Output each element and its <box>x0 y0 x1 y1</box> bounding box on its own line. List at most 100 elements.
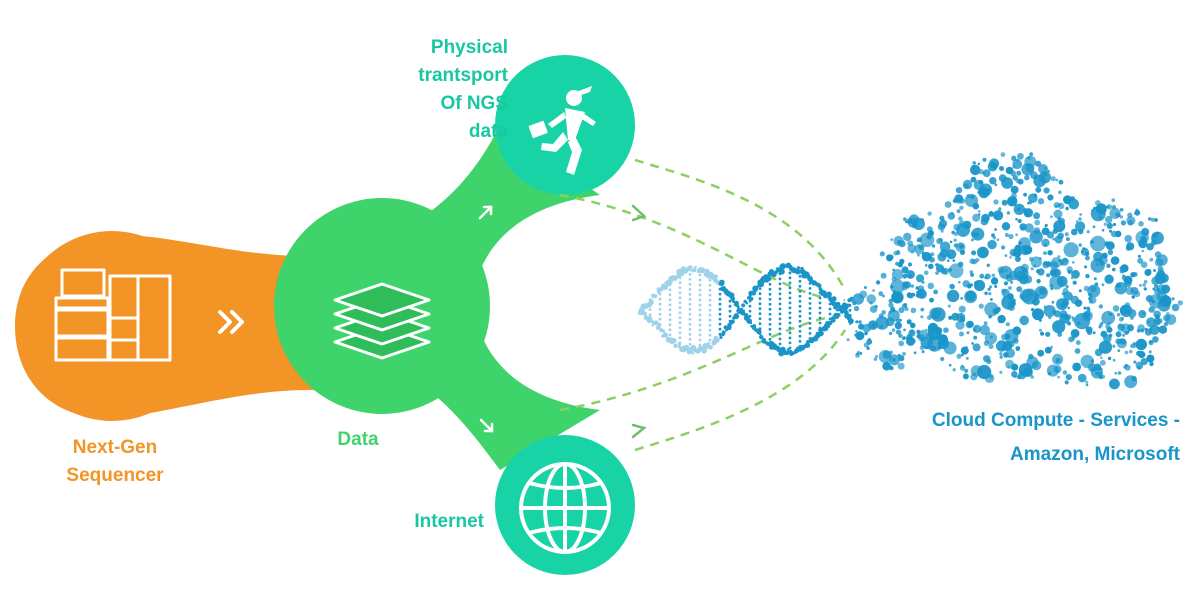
cloud-dot <box>1135 230 1149 245</box>
cloud-dot <box>970 164 981 176</box>
dna-rung-dot <box>808 297 812 300</box>
cloud-dot <box>929 307 941 320</box>
cloud-dot <box>1023 208 1034 218</box>
cloud-dot <box>982 157 987 162</box>
dna-rung-dot <box>688 307 692 311</box>
dna-rung-dot <box>818 296 822 300</box>
dna-rung-dot <box>848 308 852 312</box>
dna-rung-dot <box>648 318 652 321</box>
cloud-dot <box>1165 314 1177 325</box>
dna-rung-dot <box>678 341 682 345</box>
dna-rung-dot <box>788 296 792 300</box>
dna-rung-dot <box>718 317 722 321</box>
cloud-dot <box>1098 375 1103 380</box>
dna-rung-dot <box>788 286 792 290</box>
cloud-dot <box>1063 291 1073 301</box>
cloud-dot <box>1138 310 1147 319</box>
cloud-dot <box>1124 234 1132 243</box>
dna-rung-dot <box>818 311 822 315</box>
dna-rung-dot <box>688 327 692 331</box>
cloud-dot <box>895 318 901 323</box>
cloud-dot <box>853 305 860 312</box>
cloud-dot <box>862 323 871 333</box>
cloud-dot <box>1115 331 1122 338</box>
cloud-dot <box>991 273 996 278</box>
cloud-dot <box>970 176 977 183</box>
cloud-dot <box>999 355 1003 359</box>
dna-rung-dot <box>708 318 712 322</box>
dna-dot <box>714 274 718 279</box>
dna-rung-dot <box>718 312 722 316</box>
cloud-dot <box>1146 317 1157 328</box>
cloud-dot <box>1004 254 1008 257</box>
dna-dot <box>693 268 697 272</box>
dna-rung-dot <box>678 331 682 335</box>
dna-rung-dot <box>748 314 752 318</box>
cloud-dot <box>911 292 916 297</box>
dna-rung-dot <box>798 319 802 323</box>
cloud-dot <box>1117 323 1126 332</box>
cloud-dot <box>1106 204 1113 210</box>
cloud-dot <box>998 174 1007 183</box>
dna-dot <box>708 345 713 350</box>
cloud-dot <box>1116 312 1121 317</box>
dna-rung-dot <box>758 302 762 306</box>
cloud-dot <box>1092 225 1096 229</box>
cloud-dot <box>1122 333 1126 337</box>
dna-rung-dot <box>658 327 662 331</box>
cloud-dot <box>1124 363 1128 367</box>
cloud-dot <box>962 373 969 380</box>
cloud-dot <box>1088 296 1092 301</box>
dna-rung-dot <box>798 279 802 283</box>
dna-rung-dot <box>708 313 712 317</box>
cloud-dot <box>970 272 975 277</box>
dna-rung-dot <box>708 303 712 307</box>
cloud-dot <box>1151 239 1157 246</box>
cloud-dot <box>1011 155 1017 161</box>
cloud-dot <box>1033 175 1038 179</box>
cloud-dot <box>905 336 910 340</box>
cloud-dot <box>920 307 925 312</box>
dna-rung-dot <box>838 308 842 312</box>
dna-dot <box>793 350 798 354</box>
cloud-dot <box>951 212 954 215</box>
dna-rung-dot <box>828 302 832 306</box>
cloud-dot <box>888 302 894 308</box>
cloud-dot <box>929 257 935 263</box>
cloud-dot <box>903 328 906 332</box>
cloud-dot <box>1050 345 1054 349</box>
dna-rung-dot <box>688 282 692 286</box>
cloud-dot <box>1037 198 1045 205</box>
dna-rung-dot <box>788 301 792 305</box>
cloud-dot <box>1064 380 1069 385</box>
cloud-dot <box>1018 371 1027 380</box>
cloud-dot <box>925 328 928 332</box>
dna-dot <box>806 340 810 344</box>
cloud-dot <box>977 162 981 166</box>
flow-arrow-icons <box>631 204 647 439</box>
dna-rung-dot <box>768 327 772 331</box>
cloud-dot <box>951 312 960 321</box>
cloud-dot <box>984 273 991 280</box>
dna-rung-dot <box>658 307 662 311</box>
cloud-dot <box>1070 329 1080 338</box>
cloud-dot <box>1112 358 1116 362</box>
dna-rung-dot <box>718 327 722 331</box>
cloud-dot <box>901 266 909 274</box>
cloud-dot <box>990 298 993 301</box>
cloud-dot <box>895 329 902 335</box>
dna-dot <box>835 301 841 307</box>
cloud-dot <box>1090 206 1106 222</box>
cloud-dot <box>916 288 926 299</box>
cloud-dot <box>1046 273 1051 278</box>
cloud-dot <box>1098 255 1108 265</box>
cloud-dot <box>890 306 896 312</box>
dna-rung-dot <box>728 299 732 303</box>
cloud-dot <box>1120 220 1126 226</box>
cloud-dot <box>1007 365 1010 369</box>
cloud-dot <box>1171 297 1175 301</box>
cloud-dot <box>1083 306 1087 310</box>
dna-rung-dot <box>698 303 702 307</box>
dna-rung-dot <box>768 312 772 316</box>
cloud-dot <box>1152 287 1156 291</box>
